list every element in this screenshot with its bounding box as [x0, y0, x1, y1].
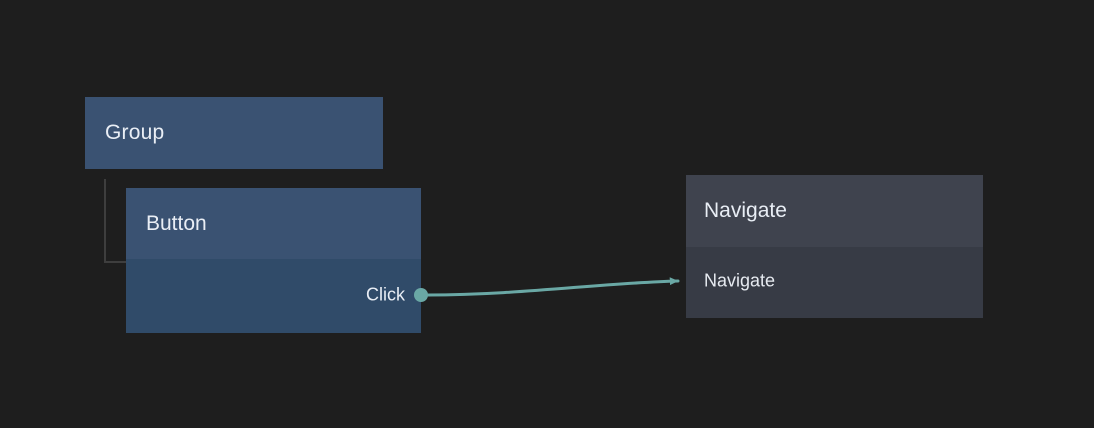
node-button-title: Button: [146, 211, 207, 235]
edge-click-to-navigate[interactable]: [426, 277, 680, 297]
node-navigate-title: Navigate: [704, 199, 787, 222]
node-button-port-row: Click: [126, 259, 421, 333]
port-out-click-dot[interactable]: [414, 288, 428, 302]
port-in-navigate-label: Navigate: [704, 270, 776, 291]
node-navigate-header[interactable]: Navigate: [686, 175, 983, 247]
node-navigate-port-row: Navigate: [686, 247, 983, 318]
port-out-click-label: Click: [366, 284, 405, 305]
node-group-title: Group: [105, 121, 165, 144]
group-child-bracket: [104, 179, 129, 263]
node-button-header[interactable]: Button: [126, 188, 421, 259]
node-navigate[interactable]: Navigate Navigate: [686, 175, 983, 318]
node-group[interactable]: Group: [85, 97, 383, 169]
node-button[interactable]: Button Click: [126, 188, 428, 333]
